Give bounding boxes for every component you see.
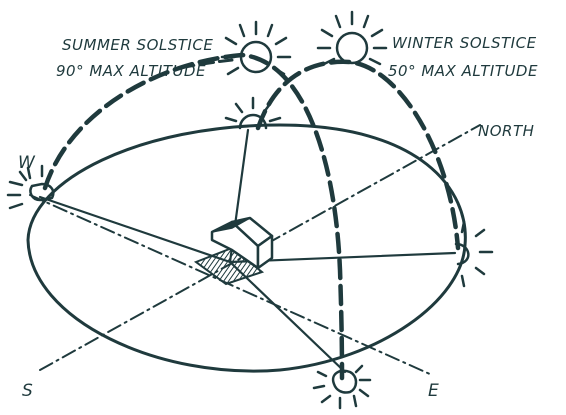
sun-icon xyxy=(318,12,386,64)
north-label: NORTH xyxy=(478,122,534,140)
summer-solstice-label: SUMMER SOLSTICE xyxy=(62,36,213,54)
summer-solstice-path xyxy=(45,55,342,378)
summer-altitude-label: 90° MAX ALTITUDE xyxy=(56,62,206,80)
west-label: W xyxy=(18,153,36,173)
east-label: E xyxy=(428,381,439,401)
sun-icon xyxy=(456,222,492,286)
winter-altitude-label: 50° MAX ALTITUDE xyxy=(388,62,538,80)
sun-icon xyxy=(222,22,290,74)
winter-solstice-label: WINTER SOLSTICE xyxy=(392,34,537,52)
south-label: S xyxy=(22,381,33,401)
